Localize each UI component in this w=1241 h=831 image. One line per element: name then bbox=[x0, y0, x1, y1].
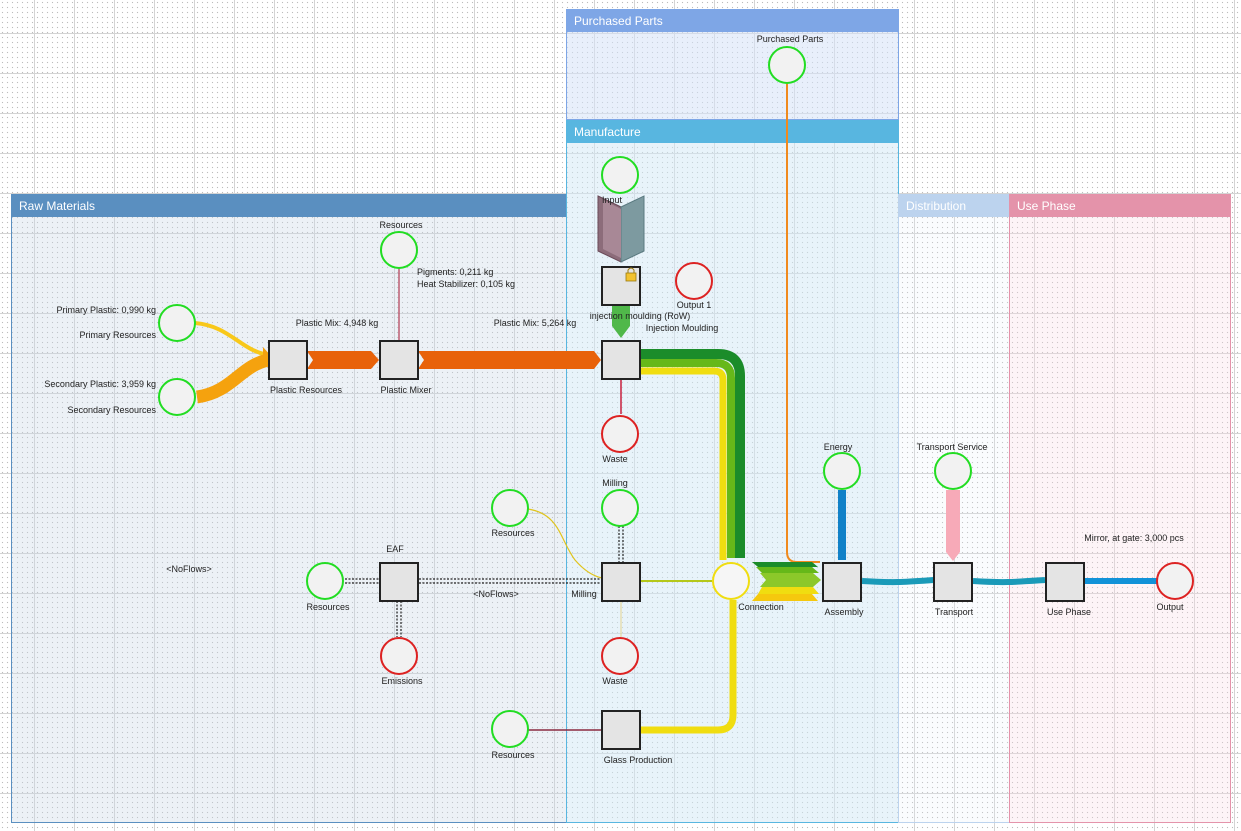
label-connection: Connection bbox=[738, 602, 784, 612]
label-milling: Milling bbox=[571, 589, 597, 599]
phase-purchased-parts-title: Purchased Parts bbox=[567, 10, 898, 32]
phase-use-phase[interactable]: Use Phase bbox=[1009, 194, 1231, 823]
flow-resources-milling[interactable] bbox=[527, 508, 603, 579]
node-input[interactable] bbox=[601, 156, 639, 194]
process-glass-production[interactable] bbox=[601, 710, 641, 750]
label-resources-top: Resources bbox=[379, 220, 423, 230]
label-heat-stabilizer: Heat Stabilizer: 0,105 kg bbox=[417, 279, 515, 289]
flow-secondary-plastic[interactable] bbox=[195, 353, 270, 404]
node-energy[interactable] bbox=[823, 452, 861, 490]
label-noflows-left: <NoFlows> bbox=[166, 564, 212, 574]
process-transport[interactable] bbox=[933, 562, 973, 602]
input-book-icon bbox=[597, 195, 645, 263]
node-primary-resources[interactable] bbox=[158, 304, 196, 342]
label-purchased-parts: Purchased Parts bbox=[757, 34, 824, 44]
label-glass-production: Glass Production bbox=[604, 755, 673, 765]
label-output: Output bbox=[1156, 602, 1184, 612]
node-connection[interactable] bbox=[712, 562, 750, 600]
flow-plastic-mix-2[interactable] bbox=[418, 351, 601, 369]
label-plastic-resources: Plastic Resources bbox=[270, 385, 343, 395]
label-plastic-mixer: Plastic Mixer bbox=[380, 385, 431, 395]
node-purchased-parts[interactable] bbox=[768, 46, 806, 84]
node-waste-2[interactable] bbox=[601, 637, 639, 675]
node-resources-eaf[interactable] bbox=[306, 562, 344, 600]
label-transport-service: Transport Service bbox=[917, 442, 988, 452]
flow-connection-assembly-4[interactable] bbox=[758, 587, 819, 594]
label-waste-2: Waste bbox=[602, 676, 627, 686]
label-energy: Energy bbox=[824, 442, 853, 452]
flow-plastic-mix-1[interactable] bbox=[307, 351, 379, 369]
sink-nodes bbox=[380, 262, 1194, 675]
node-labels: Purchased Parts Input Output 1 injection… bbox=[67, 34, 1184, 765]
label-transport: Transport bbox=[935, 607, 974, 617]
flow-labels: Primary Plastic: 0,990 kg Secondary Plas… bbox=[44, 267, 1184, 599]
flow-arrow-head bbox=[263, 347, 271, 366]
label-mirror: Mirror, at gate: 3,000 pcs bbox=[1084, 533, 1184, 543]
label-primary-resources: Primary Resources bbox=[79, 330, 156, 340]
node-resources-mid[interactable] bbox=[491, 489, 529, 527]
node-output-1[interactable] bbox=[675, 262, 713, 300]
source-nodes bbox=[158, 46, 972, 748]
flow-connection-assembly-5[interactable] bbox=[752, 594, 818, 601]
flow-manufacture-dark[interactable] bbox=[640, 349, 745, 558]
label-milling-source: Milling bbox=[602, 478, 628, 488]
process-use-phase[interactable] bbox=[1045, 562, 1085, 602]
label-secondary-plastic: Secondary Plastic: 3,959 kg bbox=[44, 379, 156, 389]
label-waste-1: Waste bbox=[602, 454, 627, 464]
process-milling[interactable] bbox=[601, 562, 641, 602]
label-injection-moulding: Injection Moulding bbox=[646, 323, 719, 333]
process-eaf[interactable] bbox=[379, 562, 419, 602]
flow-lines bbox=[194, 84, 1158, 734]
flow-glass-connection[interactable] bbox=[640, 600, 737, 734]
label-output-1: Output 1 bbox=[677, 300, 712, 310]
node-resources-top[interactable] bbox=[380, 231, 418, 269]
process-plastic-mixer[interactable] bbox=[379, 340, 419, 380]
label-primary-plastic: Primary Plastic: 0,990 kg bbox=[56, 305, 156, 315]
phase-use-phase-title: Use Phase bbox=[1010, 195, 1230, 217]
flow-injection-arrow[interactable] bbox=[612, 306, 630, 338]
flow-connection-assembly-2[interactable] bbox=[756, 567, 819, 573]
label-resources-mid: Resources bbox=[491, 528, 535, 538]
flow-manufacture-mid[interactable] bbox=[640, 359, 735, 558]
label-plastic-mix-1: Plastic Mix: 4,948 kg bbox=[296, 318, 379, 328]
label-plastic-mix-2: Plastic Mix: 5,264 kg bbox=[494, 318, 577, 328]
phase-distribution-title: Distribution bbox=[899, 195, 1009, 217]
node-waste-1[interactable] bbox=[601, 415, 639, 453]
label-resources-eaf: Resources bbox=[306, 602, 350, 612]
flow-primary-plastic[interactable] bbox=[194, 321, 269, 357]
phase-purchased-parts[interactable]: Purchased Parts bbox=[566, 9, 899, 120]
flow-arrow-pink bbox=[946, 552, 960, 561]
label-eaf: EAF bbox=[386, 544, 404, 554]
label-noflows-mid: <NoFlows> bbox=[473, 589, 519, 599]
node-resources-bottom[interactable] bbox=[491, 710, 529, 748]
label-input: Input bbox=[602, 195, 623, 205]
node-emissions[interactable] bbox=[380, 637, 418, 675]
node-output[interactable] bbox=[1156, 562, 1194, 600]
flow-transport-use[interactable] bbox=[972, 577, 1046, 586]
phase-raw-materials-title: Raw Materials bbox=[12, 195, 566, 217]
process-plastic-resources[interactable] bbox=[268, 340, 308, 380]
label-secondary-resources: Secondary Resources bbox=[67, 405, 156, 415]
flow-assembly-transport[interactable] bbox=[861, 577, 935, 586]
node-milling-source[interactable] bbox=[601, 489, 639, 527]
phase-raw-materials[interactable]: Raw Materials bbox=[11, 194, 567, 823]
label-emissions: Emissions bbox=[381, 676, 423, 686]
label-injection-rowing: injection moulding (RoW) bbox=[590, 311, 691, 321]
lock-icon bbox=[625, 267, 637, 282]
label-resources-bottom: Resources bbox=[491, 750, 535, 760]
label-pigments: Pigments: 0,211 kg bbox=[417, 267, 493, 277]
label-use-phase: Use Phase bbox=[1047, 607, 1091, 617]
flow-connection-assembly-3[interactable] bbox=[760, 573, 821, 587]
process-assembly[interactable] bbox=[822, 562, 862, 602]
flow-connection-assembly-1[interactable] bbox=[752, 562, 818, 567]
process-injection-moulding[interactable] bbox=[601, 340, 641, 380]
flow-purchased-parts[interactable] bbox=[786, 84, 820, 563]
label-assembly: Assembly bbox=[824, 607, 864, 617]
node-transport-service[interactable] bbox=[934, 452, 972, 490]
flow-manufacture-yellow[interactable] bbox=[640, 367, 727, 560]
node-secondary-resources[interactable] bbox=[158, 378, 196, 416]
phase-manufacture-title: Manufacture bbox=[567, 121, 898, 143]
